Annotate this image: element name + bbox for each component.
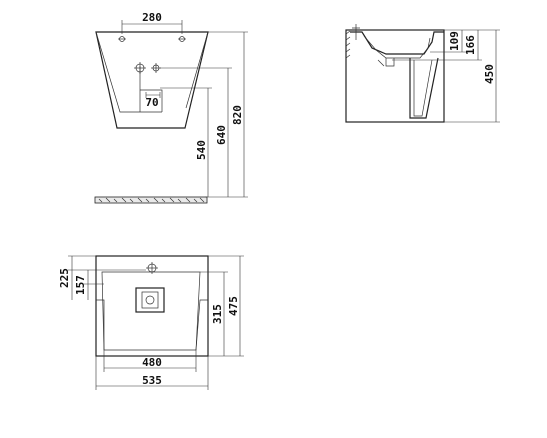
side-wall-hatch bbox=[345, 30, 351, 59]
front-dim-extensions bbox=[160, 31, 248, 198]
front-dim-820-label: 820 bbox=[231, 105, 244, 125]
side-dim-450-label: 450 bbox=[483, 64, 496, 84]
front-fixing-hole-left bbox=[118, 36, 126, 42]
side-dim-109-label: 109 bbox=[448, 31, 461, 51]
front-basin-outline bbox=[95, 31, 209, 129]
front-view: 280 70 540 640 820 bbox=[94, 11, 248, 204]
top-drain-hole bbox=[145, 295, 155, 305]
front-dim-280-line bbox=[121, 20, 183, 34]
front-dim-70-label: 70 bbox=[145, 96, 158, 109]
top-dim-right-extensions bbox=[200, 255, 244, 357]
top-dim-225-label: 225 bbox=[58, 268, 71, 288]
top-dim-480-label: 480 bbox=[142, 356, 162, 369]
side-basin-section bbox=[350, 31, 444, 55]
side-dim-extensions bbox=[392, 29, 500, 123]
top-dim-bottom-extensions bbox=[95, 350, 209, 390]
top-dim-535-label: 535 bbox=[142, 374, 162, 387]
front-dim-640-label: 640 bbox=[215, 125, 228, 145]
top-outer-rim bbox=[95, 255, 209, 357]
top-dim-left-extensions bbox=[68, 255, 146, 285]
top-drain-square bbox=[135, 287, 165, 313]
top-tap-hole bbox=[146, 262, 158, 274]
side-wall-box bbox=[345, 29, 445, 123]
front-waste-hole bbox=[151, 63, 161, 73]
top-view: 225 157 315 475 480 535 bbox=[58, 255, 244, 390]
top-dim-315-label: 315 bbox=[211, 304, 224, 324]
side-basin-inner bbox=[363, 35, 431, 59]
front-basin-inner-right bbox=[185, 31, 209, 109]
front-drain-hole bbox=[134, 62, 146, 74]
side-dim-166-label: 166 bbox=[464, 35, 477, 55]
side-pedestal-inner bbox=[413, 59, 433, 117]
front-dim-280-label: 280 bbox=[142, 11, 162, 24]
front-floor bbox=[94, 196, 208, 204]
side-tap bbox=[352, 24, 360, 40]
front-dim-70-line bbox=[145, 92, 161, 98]
top-dim-475-label: 475 bbox=[227, 296, 240, 316]
side-view: 109 166 450 bbox=[345, 24, 500, 123]
side-waste-pipe bbox=[377, 58, 395, 67]
top-inner-bowl bbox=[101, 271, 201, 351]
top-dim-157-label: 157 bbox=[74, 275, 87, 295]
front-fixing-hole-right bbox=[178, 36, 186, 42]
front-floor-hatch bbox=[98, 197, 205, 203]
front-basin-inner-left bbox=[95, 31, 140, 113]
front-dim-540-label: 540 bbox=[195, 140, 208, 160]
side-pedestal-outer bbox=[409, 57, 439, 119]
top-side-lines bbox=[96, 299, 208, 351]
top-drain-inner bbox=[141, 291, 159, 309]
